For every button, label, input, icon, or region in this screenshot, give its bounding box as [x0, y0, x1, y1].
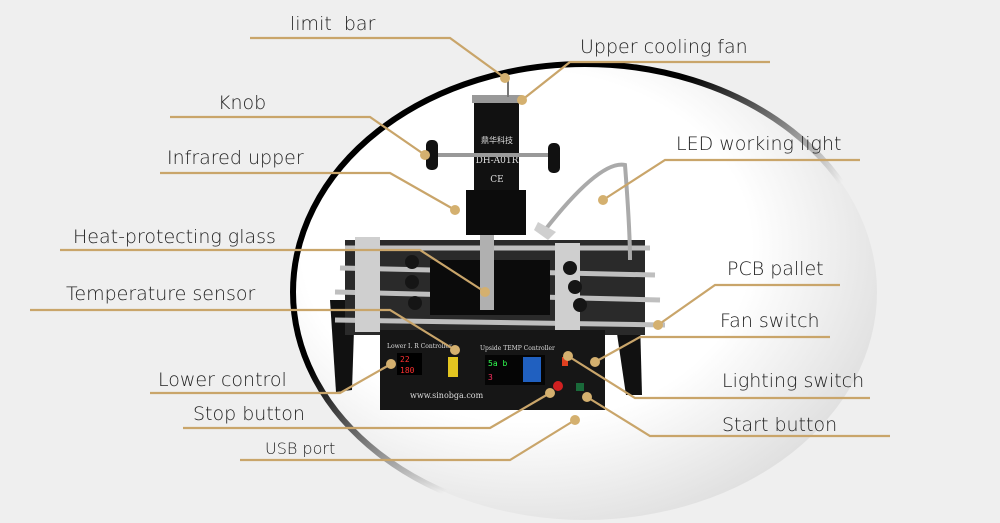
leader-lines	[30, 36, 890, 462]
label-lighting-switch: Lighting switch	[722, 370, 864, 392]
led-light-head	[534, 222, 556, 240]
device-model: DH-A01R	[476, 156, 519, 166]
label-upper-cooling-fan: Upper cooling fan	[580, 36, 748, 58]
upper-display-top: 5a b	[488, 359, 507, 368]
ce-mark: CE	[490, 175, 503, 185]
left-pallet-clamp	[355, 237, 380, 332]
pallet-knobs	[405, 255, 587, 312]
device-website: www.sinobga.com	[410, 391, 484, 400]
right-knob	[548, 143, 560, 173]
label-limit-bar: limit bar	[290, 13, 376, 35]
lower-display-top: 22	[400, 355, 410, 364]
label-start-button: Start button	[722, 414, 837, 436]
label-led-working-light: LED working light	[676, 133, 841, 155]
upper-cooling-fan	[472, 95, 522, 103]
lower-display-bottom: 180	[400, 366, 415, 375]
label-infrared-upper: Infrared upper	[167, 147, 304, 169]
upper-keypad	[523, 357, 541, 382]
label-lower-control: Lower control	[158, 369, 287, 391]
label-pcb-pallet: PCB pallet	[727, 258, 824, 280]
label-knob: Knob	[218, 92, 266, 114]
upper-display-bottom: 3	[488, 373, 493, 382]
upper-heater-head	[474, 97, 519, 197]
infrared-upper-heater	[466, 190, 526, 235]
start-button[interactable]	[576, 383, 584, 391]
label-usb-port: USB port	[265, 439, 335, 458]
temperature-sensor-port	[448, 357, 458, 377]
lower-panel-label: Lower I. R Controller	[387, 343, 452, 350]
stop-button[interactable]	[553, 381, 563, 391]
fan-switch[interactable]	[562, 357, 568, 366]
label-fan-switch: Fan switch	[720, 310, 820, 332]
left-knob	[426, 140, 438, 170]
led-light-gooseneck	[543, 162, 632, 261]
label-temperature-sensor: Temperature sensor	[66, 283, 256, 305]
rework-station-device: 鼎华科技 DH-A01R CE Lower I. R Controller Up…	[330, 78, 666, 410]
device-brand: 鼎华科技	[481, 135, 513, 145]
label-stop-button: Stop button	[193, 403, 305, 425]
upper-panel-label: Upside TEMP Controller	[480, 345, 555, 352]
lower-display	[397, 353, 422, 375]
label-heat-protecting-glass: Heat-protecting glass	[73, 226, 276, 248]
column-post	[480, 225, 494, 310]
